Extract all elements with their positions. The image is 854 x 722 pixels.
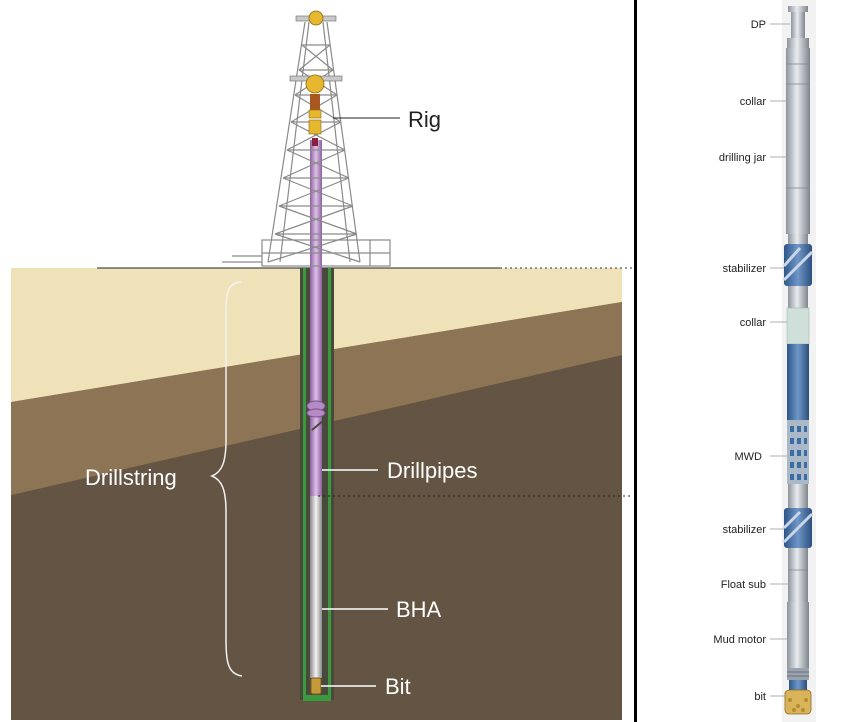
right-leader-ticks	[770, 23, 790, 697]
hook	[308, 109, 322, 119]
rig-label: Rig	[408, 107, 441, 132]
pipe-joint-2	[306, 408, 326, 418]
left-panel: Rig Drillstring Drillpipes BHA Bit	[11, 10, 632, 720]
stabilizer-2-label: stabilizer	[723, 524, 767, 536]
collar-1-tool	[786, 48, 810, 126]
bit-tool	[784, 689, 812, 715]
drillstring-label: Drillstring	[85, 465, 177, 490]
bha-label: BHA	[396, 597, 442, 622]
drill-bit	[310, 677, 322, 695]
mud-motor-label: Mud motor	[713, 634, 766, 646]
pipe-twist	[311, 419, 325, 431]
drillstring-brace	[209, 281, 243, 677]
crown-block-sheave	[308, 10, 324, 26]
casing-bottom	[303, 695, 331, 701]
panel-divider	[634, 0, 637, 722]
blue-collar-tool	[787, 344, 809, 420]
right-panel: DP collar drilling jar stabilizer collar…	[713, 0, 816, 722]
rig-equipment	[289, 10, 343, 146]
casing-right	[328, 268, 331, 698]
mwd-label: MWD	[735, 451, 763, 463]
mud-motor-tool	[787, 602, 809, 668]
drillpipes-label: Drillpipes	[387, 458, 477, 483]
bit-tool-label: bit	[754, 691, 766, 703]
float-sub-label: Float sub	[721, 579, 766, 591]
bha-tool	[310, 496, 322, 678]
dp-tool	[791, 8, 805, 38]
dp-label: DP	[751, 19, 766, 31]
collar-2-label: collar	[740, 317, 767, 329]
drilling-jar-tool	[786, 126, 810, 234]
bit-label: Bit	[385, 674, 411, 699]
collar-1-label: collar	[740, 96, 767, 108]
top-drive	[308, 119, 322, 135]
drilling-rig	[222, 21, 391, 267]
travelling-block	[305, 74, 325, 94]
stabilizer-1-label: stabilizer	[723, 263, 767, 275]
casing-left	[303, 268, 306, 698]
collar-2-tool	[786, 307, 810, 345]
drilling-jar-label: drilling jar	[719, 152, 766, 164]
float-sub-tool	[788, 548, 808, 602]
